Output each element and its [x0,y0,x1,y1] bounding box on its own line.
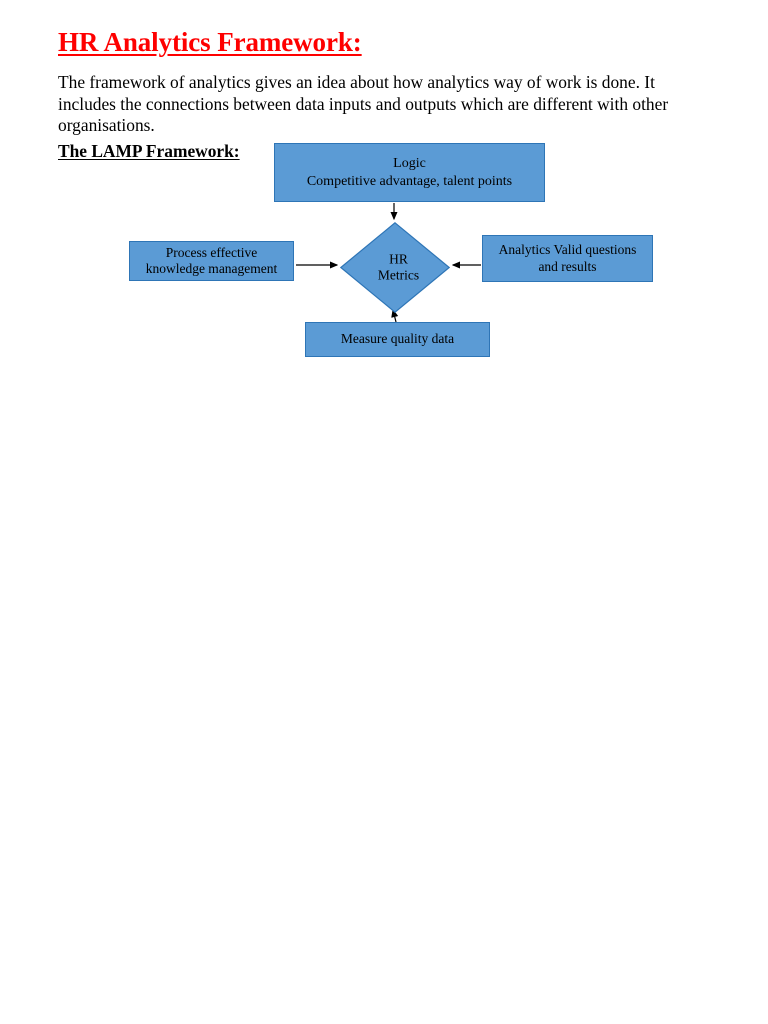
node-center-line2: Metrics [377,267,420,283]
diamond-shape-icon [340,222,450,313]
node-analytics-line2: and results [538,258,597,274]
diagram-node-analytics[interactable]: Analytics Valid questions and results [482,235,653,282]
node-process-line1: Process effective [165,244,258,260]
node-measure-line1: Measure quality data [340,331,455,347]
section-subheading: The LAMP Framework: [58,141,240,161]
lamp-framework-diagram: Logic Competitive advantage, talent poin… [0,0,768,400]
node-center-line1: HR [389,251,408,266]
diagram-node-logic[interactable]: Logic Competitive advantage, talent poin… [274,143,545,202]
node-logic-line1: Logic [393,155,426,171]
diamond-label: HR Metrics [340,251,450,284]
node-analytics-line1: Analytics Valid questions [498,242,637,257]
diagram-node-process[interactable]: Process effective knowledge management [129,241,294,281]
intro-paragraph: The framework of analytics gives an idea… [58,72,669,135]
page-title: HR Analytics Framework: [58,27,362,57]
node-process-line2: knowledge management [145,261,278,276]
node-logic-line2: Competitive advantage, talent points [306,173,513,189]
diagram-node-hr-metrics[interactable]: HR Metrics [340,222,450,313]
diagram-node-measure[interactable]: Measure quality data [305,322,490,357]
